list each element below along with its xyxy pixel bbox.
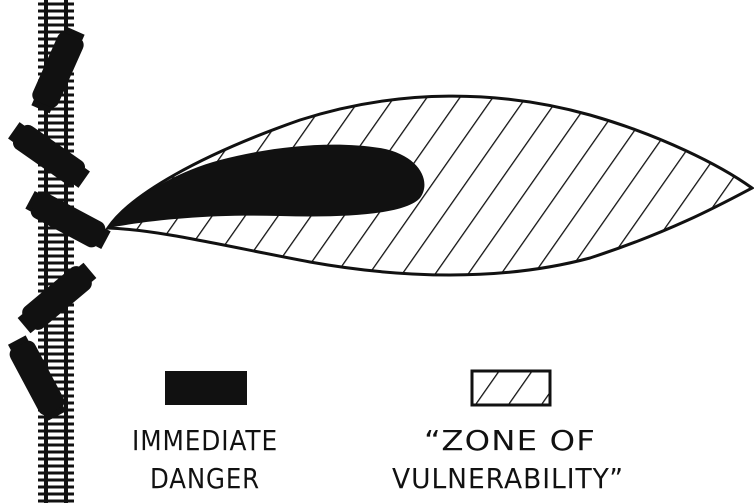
legend-zone-of-vulnerability: “ZONE OF VULNERABILITY”: [392, 371, 624, 495]
immediate-danger-label-line1: IMMEDIATE: [132, 424, 278, 457]
legend-immediate-danger: IMMEDIATE DANGER: [132, 371, 278, 495]
tank-car-icon-1: [28, 25, 89, 115]
immediate-danger-swatch: [165, 371, 247, 405]
zone-of-vulnerability-label-line2: VULNERABILITY”: [392, 462, 624, 495]
immediate-danger-label-line2: DANGER: [150, 462, 260, 495]
zone-of-vulnerability-label-line1: “ZONE OF: [424, 424, 596, 457]
